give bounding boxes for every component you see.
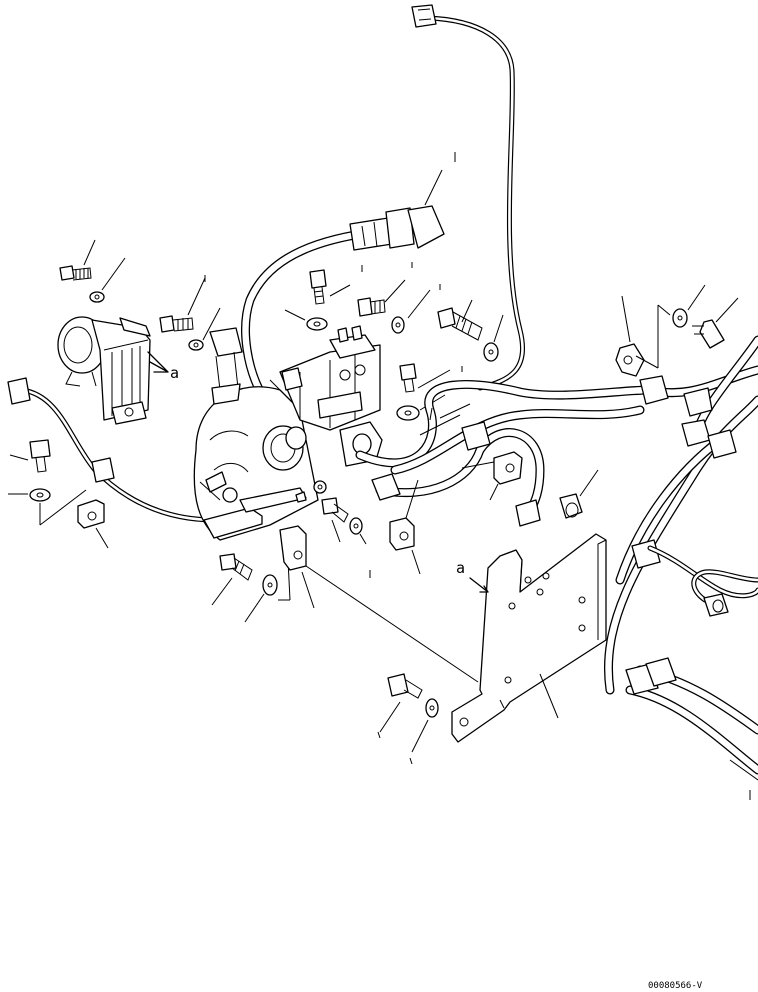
- left-relay-assembly: [57, 239, 221, 425]
- main-harness-loops: [355, 380, 655, 527]
- lower-fasteners: [211, 479, 479, 683]
- left-side-cable: [7, 377, 218, 549]
- bottom-fasteners: [377, 673, 439, 765]
- top-connector-cable: [411, 4, 526, 391]
- top-center-fasteners: [284, 269, 504, 421]
- central-valve-body: [193, 325, 383, 541]
- upper-harness: [241, 169, 445, 400]
- callout-ticks: [204, 152, 751, 800]
- mounting-plate: a: [451, 533, 607, 743]
- drawing-id: 00080566-V: [648, 981, 703, 991]
- callout-letter-relay: a: [170, 364, 179, 382]
- callout-letter-plate: a: [456, 559, 465, 577]
- right-harness-bundle: [604, 284, 758, 781]
